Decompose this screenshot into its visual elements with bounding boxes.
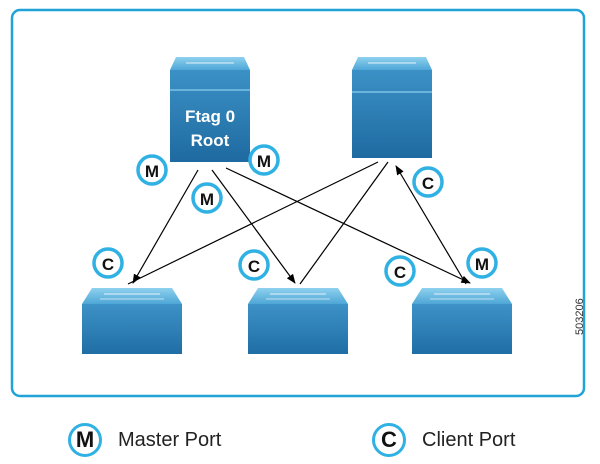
topology-diagram: Ftag 0 Root M [10,8,586,398]
link-root-to-leaf2 [211,169,296,284]
badge-client-leaf3: C [384,255,416,287]
leaf-switch-1 [82,288,182,354]
legend-master-badge: M [68,423,102,457]
link-spine-to-leaf1 [127,161,379,285]
badge-master-root-center: M [191,182,223,214]
link-root-to-leaf1 [132,169,199,284]
figure-id: 503206 [574,298,586,335]
badge-master-leaf3: M [466,247,498,279]
root-switch-label-line2: Root [191,131,230,150]
badge-master-root-left: M [136,154,168,186]
legend-client-label: Client Port [422,428,516,451]
link-root-to-leaf3 [225,167,471,284]
leaf-switch-2 [248,288,348,354]
badge-client-leaf1: C [92,247,124,279]
svg-text:M: M [475,255,489,274]
legend-master: M Master Port [68,418,221,462]
root-switch: Ftag 0 Root [170,57,250,162]
badge-client-leaf2: C [238,249,270,281]
root-switch-label-line1: Ftag 0 [185,107,235,126]
link-leaf3-to-spine [395,165,467,285]
svg-text:M: M [200,190,214,209]
svg-text:C: C [102,255,114,274]
link-spine-to-leaf2 [299,161,389,285]
svg-text:C: C [422,174,434,193]
svg-text:M: M [145,162,159,181]
badge-client-spine: C [412,166,444,198]
spine-switch [352,57,432,158]
legend-client-badge: C [372,423,406,457]
svg-text:C: C [394,263,406,282]
badge-master-root-right: M [248,144,280,176]
leaf-switch-3 [412,288,512,354]
svg-text:C: C [248,257,260,276]
legend-master-label: Master Port [118,428,222,451]
legend-client: C Client Port [372,418,515,462]
svg-text:M: M [257,152,271,171]
